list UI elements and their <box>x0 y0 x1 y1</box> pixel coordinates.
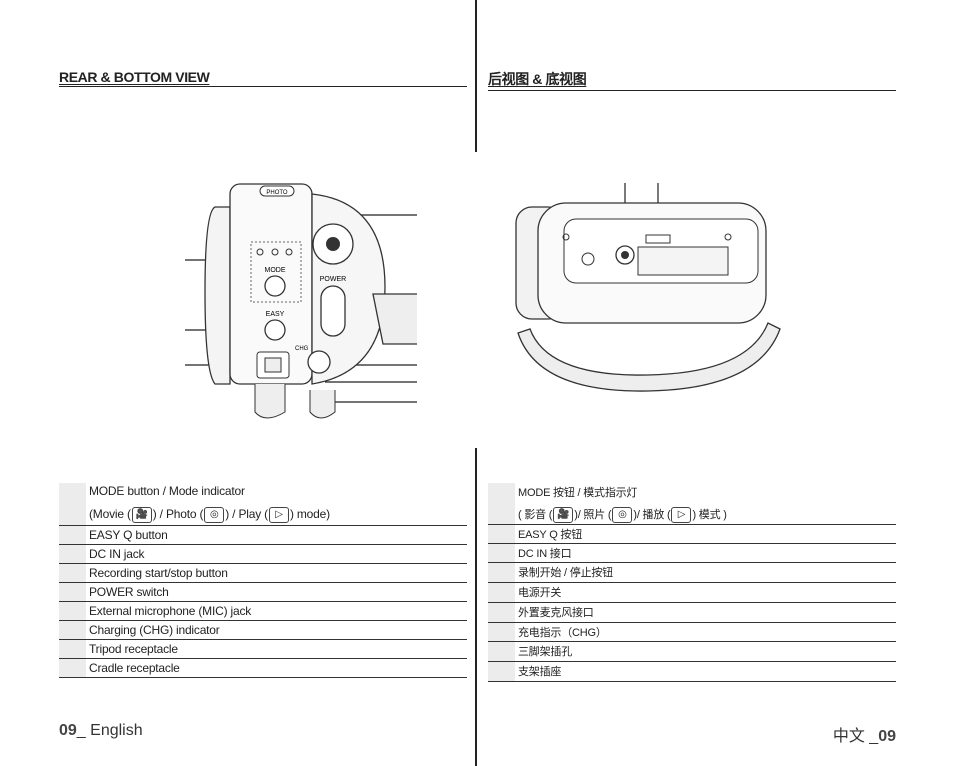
parts-list-chinese: MODE 按钮 / 模式指示灯 ( 影音 (🎥)/ 照片 (◎)/ 播放 (▷)… <box>488 483 896 682</box>
list-item-text: 外置麦克风接口 <box>515 602 896 623</box>
parts-list-english: MODE button / Mode indicator (Movie (🎥) … <box>59 483 467 678</box>
table-row: EASY Q button <box>59 525 467 545</box>
page-number: 09 <box>878 728 896 745</box>
camera-icon: ◎ <box>204 507 225 524</box>
camera-icon: ◎ <box>612 506 633 523</box>
camcorder-rear-illustration: PHOTO MODE EASY POWER CHG <box>185 183 417 419</box>
table-row: 录制开始 / 停止按钮 <box>488 562 896 583</box>
easy-label: EASY <box>266 311 285 318</box>
list-item-text: EASY Q 按钮 <box>515 524 896 544</box>
page-footer-left: 09_ English <box>59 722 143 740</box>
table-row: POWER switch <box>59 582 467 602</box>
play-icon: ▷ <box>268 507 289 524</box>
table-row: Recording start/stop button <box>59 563 467 583</box>
list-item-text: 录制开始 / 停止按钮 <box>515 562 896 583</box>
list-item-text: MODE button / Mode indicator <box>89 484 245 499</box>
movie-camera-icon: 🎥 <box>131 507 152 524</box>
table-row: DC IN 接口 <box>488 543 896 563</box>
table-row: 三脚架插孔 <box>488 641 896 662</box>
table-row: Cradle receptacle <box>59 658 467 678</box>
right-section-heading: 后视图 & 底视图 <box>488 69 896 91</box>
list-item-text: Charging (CHG) indicator <box>86 620 467 640</box>
left-section-heading: REAR & BOTTOM VIEW <box>59 69 467 87</box>
list-item-text: EASY Q button <box>86 525 467 545</box>
list-item-text: External microphone (MIC) jack <box>86 601 467 621</box>
list-item-text: 电源开关 <box>515 582 896 603</box>
table-row: Charging (CHG) indicator <box>59 620 467 640</box>
list-item-text: Tripod receptacle <box>86 639 467 659</box>
chg-label: CHG <box>295 346 309 352</box>
table-row: EASY Q 按钮 <box>488 524 896 544</box>
footer-language: 中文 _ <box>832 728 879 745</box>
page-number: 09 <box>59 722 77 739</box>
column-divider-top <box>475 0 477 152</box>
table-row: 充电指示（CHG） <box>488 622 896 642</box>
mode-label: MODE <box>265 267 286 274</box>
table-row: DC IN jack <box>59 544 467 564</box>
table-row: 电源开关 <box>488 582 896 603</box>
list-item-text: 支架插座 <box>515 661 896 682</box>
power-label: POWER <box>320 276 346 283</box>
camcorder-bottom-illustration <box>515 183 781 392</box>
table-row: MODE 按钮 / 模式指示灯 ( 影音 (🎥)/ 照片 (◎)/ 播放 (▷)… <box>488 483 896 525</box>
footer-language: _ English <box>76 722 143 739</box>
play-icon: ▷ <box>671 506 692 523</box>
list-item-text: 充电指示（CHG） <box>515 622 896 642</box>
list-item-text: DC IN 接口 <box>515 543 896 563</box>
list-item-text: MODE 按钮 / 模式指示灯 <box>518 486 638 499</box>
table-row: MODE button / Mode indicator (Movie (🎥) … <box>59 483 467 526</box>
table-row: 外置麦克风接口 <box>488 602 896 623</box>
table-row: Tripod receptacle <box>59 639 467 659</box>
list-item-text: Recording start/stop button <box>86 563 467 583</box>
column-divider-bottom <box>475 448 477 766</box>
list-item-text: DC IN jack <box>86 544 467 564</box>
list-item-text: POWER switch <box>86 582 467 602</box>
movie-camera-icon: 🎥 <box>553 506 574 523</box>
page-footer-right: 中文 _09 <box>833 722 896 746</box>
table-row: External microphone (MIC) jack <box>59 601 467 621</box>
list-item-text: 三脚架插孔 <box>515 641 896 662</box>
photo-label: PHOTO <box>266 190 288 196</box>
table-row: 支架插座 <box>488 661 896 682</box>
list-item-text: Cradle receptacle <box>86 658 467 678</box>
